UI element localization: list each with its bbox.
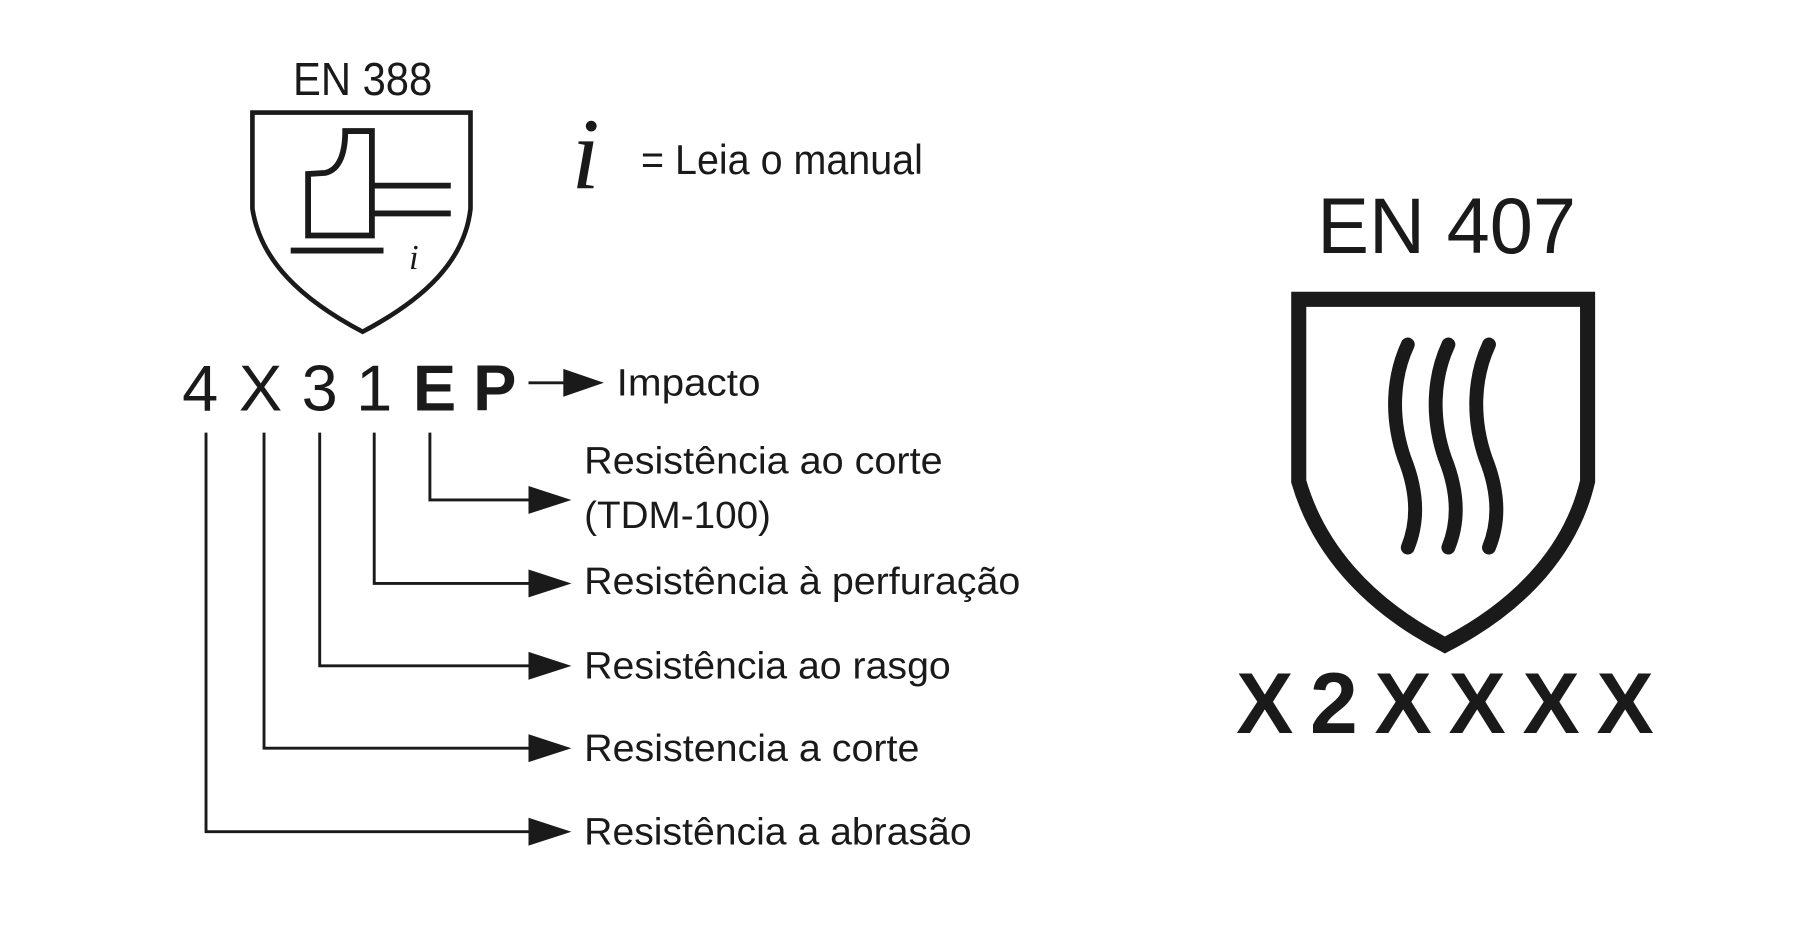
arrow-puncture-icon — [372, 432, 572, 598]
manual-note: = Leia o manual — [641, 136, 923, 183]
arrow-cut-icon — [262, 432, 572, 763]
label-tear: Resistência ao rasgo — [584, 645, 951, 688]
label-puncture: Resistência à perfuração — [584, 560, 1020, 603]
code-puncture: 1 — [356, 352, 392, 425]
en388-shield-icon: i — [250, 110, 473, 335]
code-impact: P — [473, 352, 516, 425]
code-cut-tdm: E — [413, 352, 456, 425]
en388-code: 4 X 3 1 E P — [182, 352, 516, 425]
svg-text:i: i — [409, 238, 419, 277]
en388-title: EN 388 — [293, 53, 432, 105]
label-abrasion: Resistência a abrasão — [584, 810, 971, 853]
en407-title: EN 407 — [1317, 182, 1576, 270]
arrow-tear-icon — [318, 432, 572, 680]
code-abrasion: 4 — [182, 352, 218, 425]
info-manual-icon: i — [571, 98, 599, 211]
label-cut: Resistencia a corte — [584, 727, 919, 770]
arrow-abrasion-icon — [204, 432, 572, 846]
arrow-impact-icon — [528, 368, 604, 397]
label-cut-tdm-line2: (TDM-100) — [584, 494, 771, 537]
en407-heat-shield-icon — [1291, 291, 1596, 654]
label-cut-tdm-line1: Resistência ao corte — [584, 439, 942, 482]
en407-code: X2XXXX — [1236, 656, 1654, 752]
arrow-cut-tdm-icon — [428, 432, 572, 514]
svg-text:i: i — [571, 98, 599, 211]
code-cut: X — [239, 352, 282, 425]
code-tear: 3 — [302, 352, 338, 425]
label-impact: Impacto — [617, 362, 761, 405]
